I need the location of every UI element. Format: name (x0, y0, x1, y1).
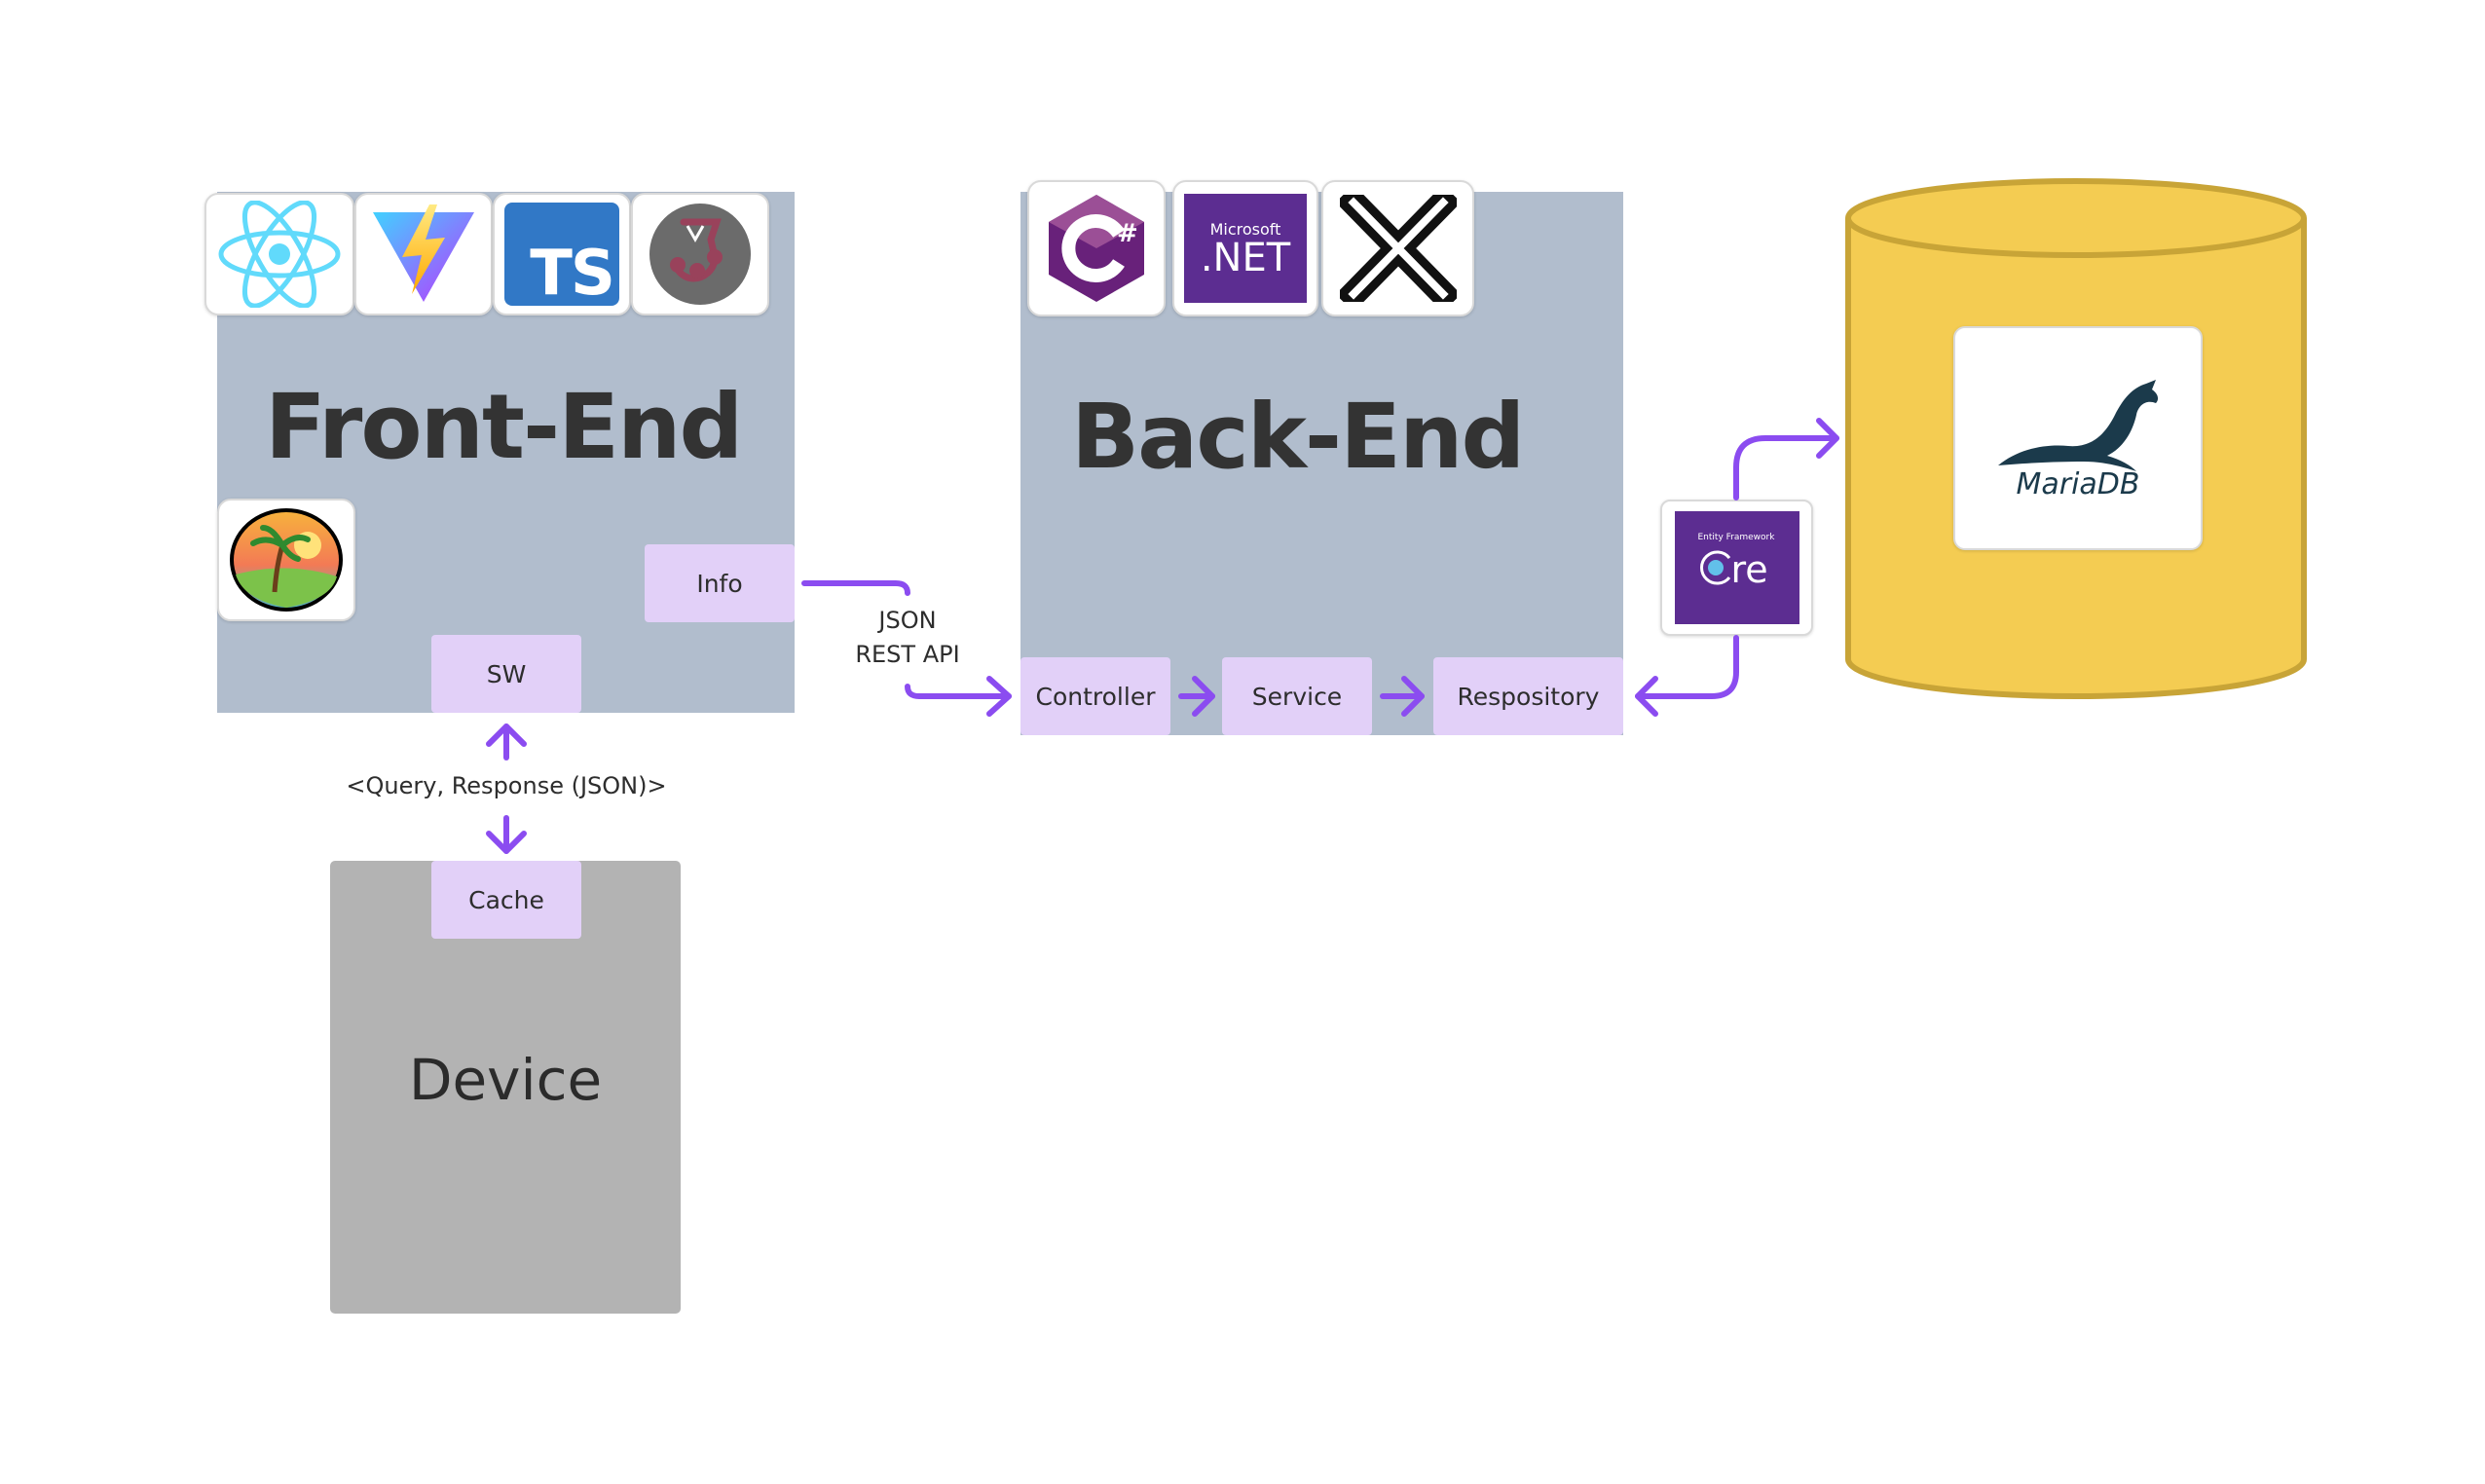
info-box: Info (645, 544, 795, 622)
ef-database-arrow (1733, 435, 1839, 501)
repository-label: Respository (1457, 682, 1600, 711)
vite-icon (373, 204, 474, 302)
pwa-app-logo-tile (217, 499, 355, 621)
device-title: Device (408, 1047, 603, 1113)
cache-box: Cache (431, 861, 581, 939)
backend-title: Back-End (1071, 385, 1525, 489)
jest-icon (649, 204, 751, 305)
csharp-logo-tile: # (1027, 180, 1166, 316)
cache-label: Cache (468, 885, 544, 914)
frontend-title: Front-End (265, 375, 743, 479)
info-label: Info (696, 569, 743, 598)
ef-repository-arrow (1635, 635, 1739, 699)
query-label: <Query, Response (JSON)> (346, 772, 667, 799)
csharp-icon: # (1049, 195, 1144, 302)
react-logo-tile (204, 193, 354, 315)
api-controller-arrow (905, 684, 1012, 699)
mariadb-icon: MariaDB (1990, 376, 2166, 501)
dotnet-logo-tile: Microsoft .NET (1172, 180, 1318, 316)
service-box: Service (1222, 657, 1372, 735)
service-label: Service (1251, 682, 1343, 711)
api-label-rest: REST API (855, 641, 960, 668)
react-icon (218, 201, 341, 308)
ef-core-icon: Entity Framework re (1674, 511, 1799, 624)
controller-label: Controller (1035, 682, 1156, 711)
typescript-logo-tile: TS (493, 193, 631, 315)
mariadb-logo-tile: MariaDB (1953, 326, 2203, 550)
ef-core-logo-tile: Entity Framework re (1660, 500, 1813, 636)
jest-logo-tile (631, 193, 769, 315)
xunit-logo-tile (1321, 180, 1474, 316)
svg-text:#: # (1117, 219, 1138, 248)
info-api-line (801, 580, 910, 596)
dotnet-icon: Microsoft .NET (1184, 194, 1307, 303)
xunit-icon (1339, 195, 1457, 302)
sw-box: SW (431, 635, 581, 713)
controller-box: Controller (1020, 657, 1170, 735)
pwa-app-icon (230, 508, 343, 612)
typescript-icon: TS (504, 203, 619, 310)
api-label-json: JSON (878, 607, 937, 634)
sw-label: SW (486, 659, 527, 688)
repository-box: Respository (1433, 657, 1623, 735)
vite-logo-tile (354, 193, 493, 315)
api-label: JSON REST API (833, 604, 983, 672)
